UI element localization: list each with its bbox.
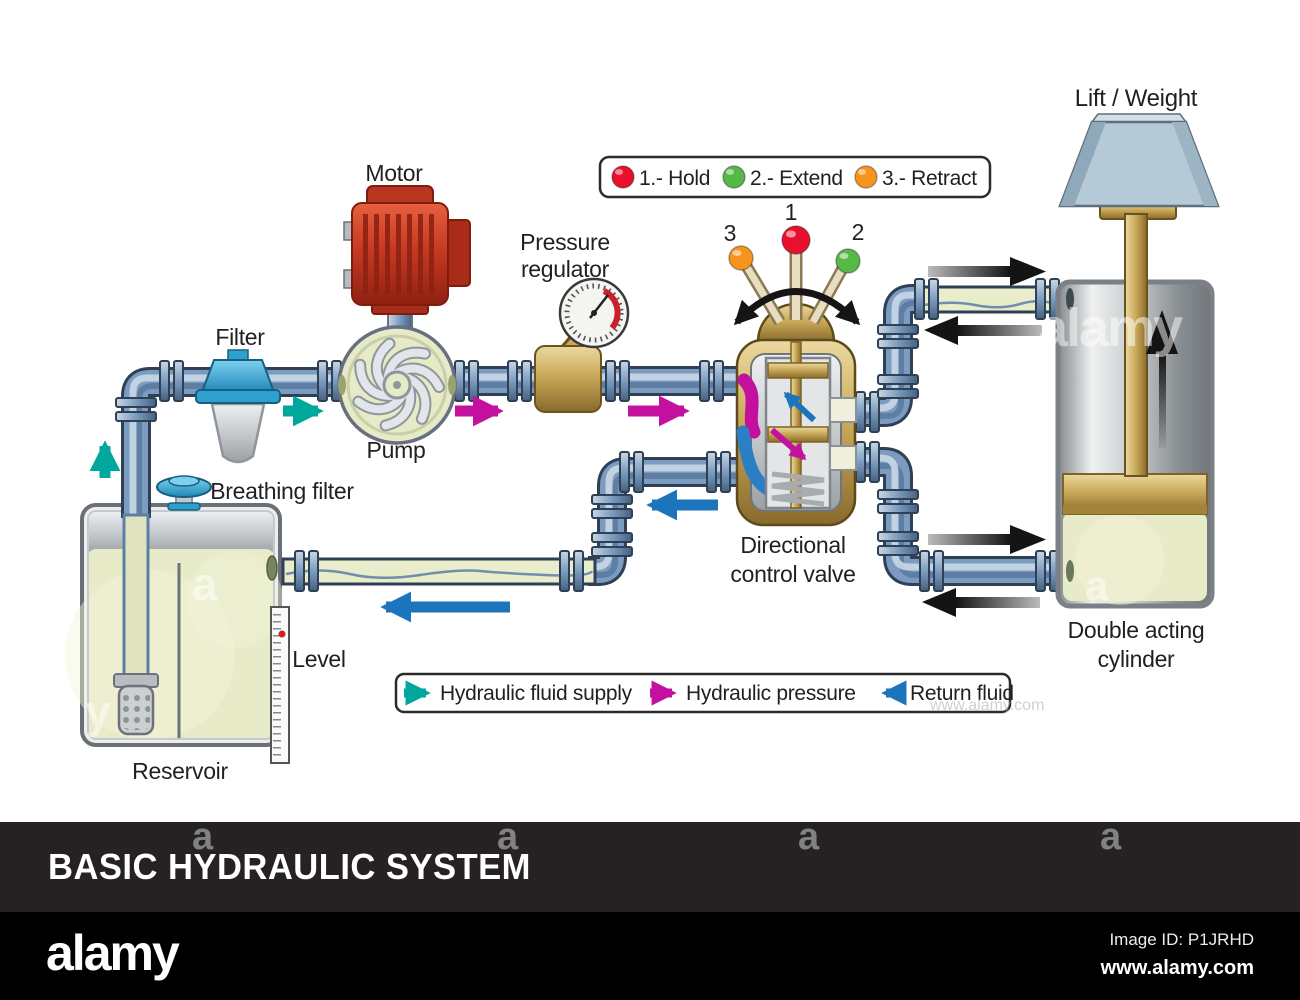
title-bar: BASIC HYDRAULIC SYSTEM a a a a <box>0 816 1300 912</box>
watermark-bar-a2: a <box>497 816 519 858</box>
label-pressure-regulator-1: Pressure <box>520 229 610 255</box>
cutaway-return-pipe <box>281 557 597 586</box>
lever-ball-2 <box>835 248 861 274</box>
legend-valve-states: 1.- Hold 2.- Extend 3.- Retract <box>598 155 992 199</box>
lever-swing-arrow <box>733 288 861 326</box>
flow-arrows <box>89 257 1046 623</box>
reservoir-internals <box>113 475 290 764</box>
label-pressure-regulator-2: regulator <box>521 256 610 282</box>
lever-ball-3 <box>728 245 754 271</box>
spool-rod <box>790 341 802 509</box>
watermark-bar-a3: a <box>798 816 820 858</box>
piston-rod <box>1124 213 1148 477</box>
motor <box>343 185 471 347</box>
label-directional-valve-2: control valve <box>730 561 855 587</box>
watermark-bar-a1: a <box>192 816 214 858</box>
pressure-gauge <box>558 277 630 349</box>
legend-dot-retract <box>854 165 878 189</box>
tank-outlet-port <box>266 555 278 581</box>
pipe-network <box>115 278 1065 592</box>
watermark-letter-a: a <box>192 558 218 610</box>
pipe-flanges <box>115 278 1060 592</box>
double-acting-cylinder <box>1055 113 1220 609</box>
valve-position-1: 1 <box>785 199 798 225</box>
diagram-canvas: 3 1 2 <box>65 85 1220 784</box>
valve-port-b <box>829 445 857 471</box>
legend-flows: Hydraulic fluid supply Hydraulic pressur… <box>394 672 1014 714</box>
cylinder-fluid <box>1063 512 1207 601</box>
valve-position-3: 3 <box>724 220 737 246</box>
watermark-letter-a2: a <box>1085 562 1109 609</box>
label-breathing-filter: Breathing filter <box>210 478 354 504</box>
pressure-regulator <box>534 277 630 413</box>
spool-spring <box>771 471 825 507</box>
image-id: Image ID: P1JRHD <box>1109 930 1254 949</box>
lever-ball-1 <box>781 225 811 255</box>
breathing-filter <box>156 475 212 511</box>
piston-direction-arrow <box>1159 352 1166 448</box>
footer-bar: alamy Image ID: P1JRHD www.alamy.com <box>0 912 1300 1000</box>
label-lift-weight: Lift / Weight <box>1075 85 1198 112</box>
watermark-letter-y: y <box>85 686 111 738</box>
label-motor: Motor <box>365 160 423 186</box>
regulator-body <box>534 345 602 413</box>
legend-pressure: Hydraulic pressure <box>686 682 856 705</box>
suction-pipe <box>122 513 150 681</box>
internal-return-arrow <box>783 391 817 423</box>
watermark-logo: alamy <box>1038 298 1183 358</box>
gauge-red-zone <box>602 288 621 330</box>
diagram-title: BASIC HYDRAULIC SYSTEM <box>48 846 531 887</box>
legend-dot-extend <box>722 165 746 189</box>
internal-pressure-arrow <box>770 427 807 461</box>
legend-retract: 3.- Retract <box>882 167 977 190</box>
pump <box>337 325 457 445</box>
watermark-url: www.alamy.com <box>929 697 1044 714</box>
label-cylinder-2: cylinder <box>1098 646 1175 672</box>
legend-supply: Hydraulic fluid supply <box>440 682 633 705</box>
directional-control-valve: 3 1 2 <box>724 199 865 527</box>
legend-return: Return fluid <box>910 682 1014 705</box>
legend-dot-hold <box>611 165 635 189</box>
filter <box>195 349 281 464</box>
valve-port-a <box>829 397 857 423</box>
cylinder-flow-arrows <box>922 257 1046 617</box>
label-pump: Pump <box>367 437 426 463</box>
pressure-path <box>737 373 761 439</box>
label-filter: Filter <box>215 324 265 350</box>
pump-impeller <box>352 337 445 432</box>
level-gauge <box>270 606 290 764</box>
valve-position-2: 2 <box>852 219 865 245</box>
label-level: Level <box>292 646 346 672</box>
alamy-url: www.alamy.com <box>1100 957 1254 979</box>
label-cylinder-1: Double acting <box>1068 617 1205 643</box>
label-reservoir: Reservoir <box>132 758 228 784</box>
watermark-bar-a4: a <box>1100 816 1122 858</box>
label-directional-valve-1: Directional <box>740 532 845 558</box>
filter-cup <box>210 402 266 464</box>
legend-extend: 2.- Extend <box>750 167 843 190</box>
lift-weight <box>1058 113 1220 208</box>
legend-hold: 1.- Hold <box>639 167 710 190</box>
alamy-logo: alamy <box>46 925 180 981</box>
spool-land-1 <box>767 362 829 379</box>
